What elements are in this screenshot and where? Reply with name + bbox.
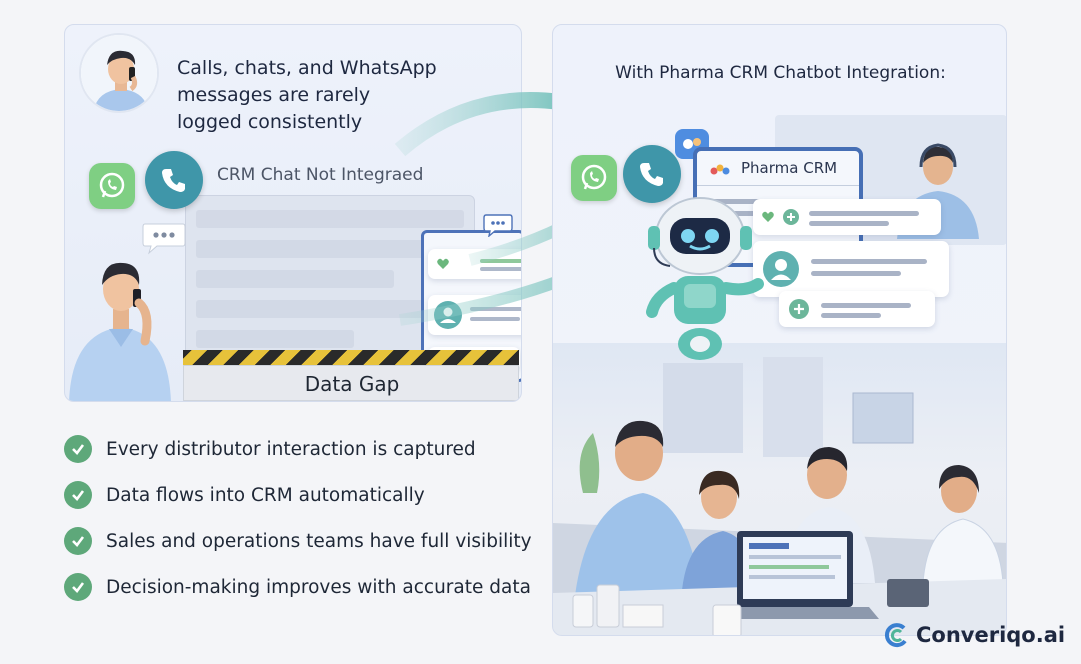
faded-row [196,330,354,348]
benefit-text: Every distributor interaction is capture… [106,438,476,460]
right-solution-panel: With Pharma CRM Chatbot Integration: [552,24,1007,636]
plus-icon [783,209,799,225]
caption-line-3: logged consistently [177,111,363,133]
caution-tape [183,350,519,365]
crm-window-divider [697,185,859,186]
crm-add-card [779,291,935,327]
benefit-text: Data flows into CRM automatically [106,484,425,506]
faded-row [196,270,394,288]
faded-row [196,210,464,228]
benefit-item: Every distributor interaction is capture… [64,426,544,472]
brand-watermark: Converiqo.ai [884,622,1065,648]
chatbot-robot [630,188,770,372]
caller-illustration-icon [81,35,157,111]
team-meeting-illustration [553,357,1006,635]
benefit-item: Decision-making improves with accurate d… [64,564,544,610]
crm-line [709,211,769,216]
phone-badge [623,145,681,203]
crm-chat-card [753,199,941,235]
office-team-scene [553,343,1006,635]
caller-avatar [79,33,159,113]
faded-row [196,300,464,318]
data-gap-label: Data Gap [304,372,400,396]
faded-row [196,240,464,258]
card-line [821,303,911,308]
plus-icon [789,299,809,319]
whatsapp-badge [89,163,135,209]
caption-line-1: Calls, chats, and WhatsApp [177,57,437,79]
problem-caption: Calls, chats, and WhatsApp messages are … [177,55,477,136]
chat-bubble-icon [141,221,187,259]
mini-line [470,307,521,311]
check-icon [64,435,92,463]
check-icon [64,527,92,555]
crm-not-integrated-label: CRM Chat Not Integraed [217,165,424,185]
card-line [809,221,889,226]
whatsapp-icon [99,172,125,198]
heart-icon [762,211,774,222]
mini-line [480,267,521,271]
check-icon [64,481,92,509]
crm-contact-card [753,241,949,297]
brand-name: Converiqo.ai [916,623,1066,647]
mini-line [480,259,521,263]
phone-icon [162,169,185,192]
card-line [811,259,927,264]
person-on-phone-illustration [65,237,175,401]
phone-badge [145,151,203,209]
check-icon [64,573,92,601]
whatsapp-icon [581,164,607,190]
caption-line-2: messages are rarely [177,84,371,106]
card-line [809,211,919,216]
device-chat-bubble-icon [483,213,513,241]
solution-title: With Pharma CRM Chatbot Integration: [615,63,946,83]
crm-window-title: Pharma CRM [741,159,838,177]
chat-bubble-icon [683,138,701,149]
arrow-top [394,92,562,157]
user-icon [763,251,799,287]
data-gap-box: Data Gap [183,365,519,401]
benefit-item: Sales and operations teams have full vis… [64,518,544,564]
robot-icon [646,197,764,360]
whatsapp-badge [571,155,617,201]
crm-logo-icon [709,163,731,183]
left-problem-panel: Calls, chats, and WhatsApp messages are … [64,24,522,402]
benefit-text: Decision-making improves with accurate d… [106,576,531,598]
mini-line [470,317,520,321]
benefit-item: Data flows into CRM automatically [64,472,544,518]
heart-icon [437,258,449,269]
card-line [811,271,901,276]
phone-icon [640,163,663,186]
brand-logo-icon [884,623,907,648]
card-line [821,313,881,318]
benefit-text: Sales and operations teams have full vis… [106,530,532,552]
benefits-list: Every distributor interaction is capture… [64,426,544,610]
